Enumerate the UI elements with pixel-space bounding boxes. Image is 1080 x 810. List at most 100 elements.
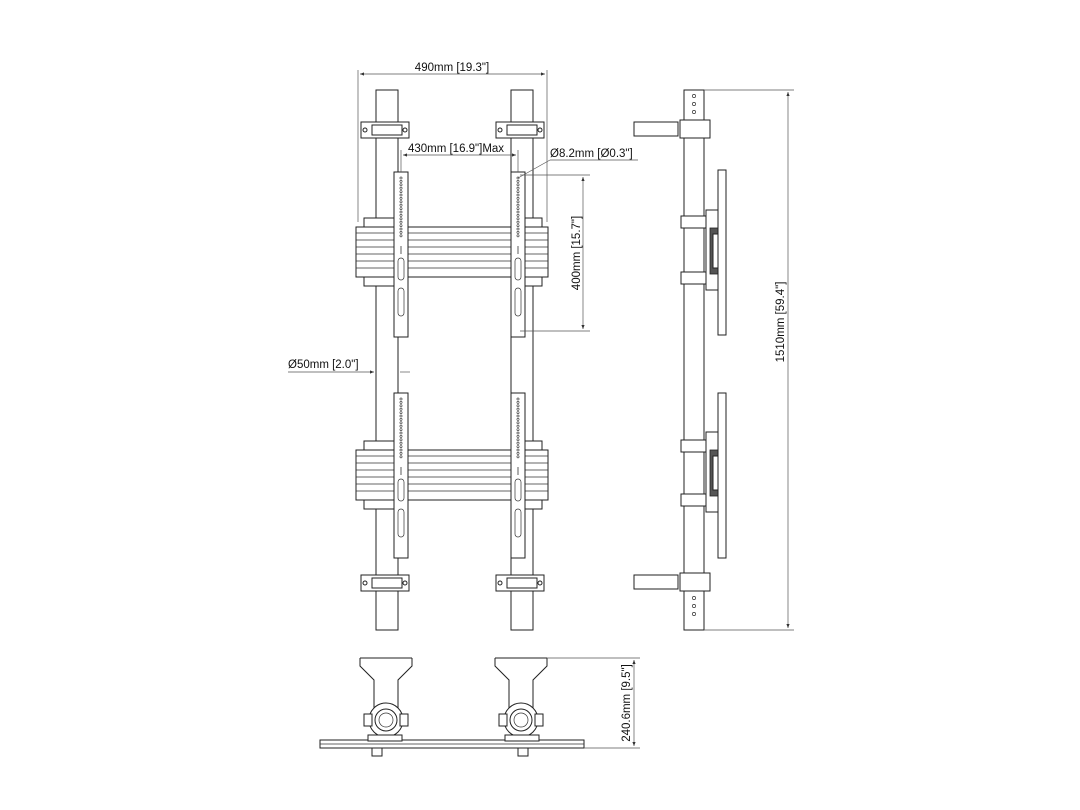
mount-hole: [516, 224, 520, 228]
depth-dimension: 240.6mm [9.5"]: [547, 657, 640, 749]
vesa-width-dimension: 430mm [16.9"]Max: [400, 143, 519, 172]
top-right-clamp: [495, 121, 545, 139]
width-dimension: 490mm [19.3"]: [357, 62, 548, 222]
mount-hole: [399, 224, 403, 228]
mount-hole: [516, 400, 520, 404]
lower-side-mount: [680, 392, 727, 559]
mount-hole: [399, 441, 403, 445]
mount-hole: [399, 407, 403, 411]
mount-hole: [399, 200, 403, 204]
bottom-left-clamp: [360, 574, 410, 592]
bottom-right-clamp: [495, 574, 545, 592]
adjust-slot: [397, 257, 405, 281]
mount-hole: [399, 203, 403, 207]
mount-hole: [516, 441, 520, 445]
mount-hole: [399, 196, 403, 200]
mount-hole: [399, 186, 403, 190]
mount-hole: [516, 227, 520, 231]
mount-hole: [516, 424, 520, 428]
mount-hole: [399, 210, 403, 214]
upper-right-arm: [510, 171, 526, 338]
mount-hole: [516, 445, 520, 449]
upper-left-arm: [393, 171, 409, 338]
mount-hole: [516, 200, 520, 204]
mount-hole: [399, 397, 403, 401]
hole-diameter-callout: Ø8.2mm [Ø0.3"]: [517, 148, 638, 179]
pole-hole: [692, 596, 696, 600]
pole-hole: [692, 102, 696, 106]
hole-diameter-label: Ø8.2mm [Ø0.3"]: [550, 148, 633, 160]
pole-hole: [692, 110, 696, 114]
mount-hole: [399, 417, 403, 421]
mount-hole: [399, 217, 403, 221]
mount-hole: [399, 451, 403, 455]
arm-holes: [397, 176, 522, 538]
mount-hole: [516, 217, 520, 221]
mount-hole: [516, 230, 520, 234]
mount-hole: [399, 207, 403, 211]
total-height-label: 1510mm [59.4"]: [775, 282, 787, 363]
mount-hole: [399, 421, 403, 425]
mount-hole: [399, 404, 403, 408]
mount-hole: [516, 196, 520, 200]
lower-left-arm: [393, 392, 409, 559]
side-pole-holes: [692, 94, 696, 616]
top-view: 240.6mm [9.5"]: [319, 657, 640, 757]
front-view: 490mm [19.3"] 430mm [16.9"]Max Ø8.2mm [Ø…: [288, 62, 638, 631]
pole-diameter-label: Ø50mm [2.0"]: [288, 359, 359, 371]
mount-hole: [399, 176, 403, 180]
mount-hole: [399, 448, 403, 452]
adjust-slot: [514, 287, 522, 317]
mount-hole: [516, 448, 520, 452]
mount-hole: [399, 455, 403, 459]
mount-hole: [516, 451, 520, 455]
side-view: 1510mm [59.4"]: [633, 89, 794, 631]
mount-hole: [516, 411, 520, 415]
mount-hole: [399, 431, 403, 435]
right-pole-section: [498, 702, 544, 738]
mount-hole: [399, 183, 403, 187]
mount-hole: [516, 179, 520, 183]
overall-width-label: 490mm [19.3"]: [415, 62, 489, 74]
mount-hole: [399, 220, 403, 224]
mount-hole: [516, 220, 520, 224]
mount-hole: [516, 176, 520, 180]
mount-hole: [516, 428, 520, 432]
mount-hole: [399, 234, 403, 238]
bottom-wall-standoff: [633, 574, 679, 590]
mount-hole: [516, 186, 520, 190]
mount-hole: [516, 183, 520, 187]
mount-hole: [399, 445, 403, 449]
depth-label: 240.6mm [9.5"]: [621, 664, 633, 742]
mount-hole: [516, 431, 520, 435]
mount-hole: [516, 414, 520, 418]
mount-hole: [399, 428, 403, 432]
mount-hole: [516, 434, 520, 438]
mount-hole: [399, 438, 403, 442]
mount-hole: [516, 407, 520, 411]
mount-hole: [516, 234, 520, 238]
vesa-height-label: 400mm [15.7"]: [571, 216, 583, 290]
pole-hole: [692, 604, 696, 608]
mount-hole: [399, 230, 403, 234]
mount-hole: [399, 414, 403, 418]
mount-hole: [516, 207, 520, 211]
mount-hole: [516, 203, 520, 207]
top-left-clamp: [360, 121, 410, 139]
side-pole: [683, 89, 705, 631]
adjust-slot: [397, 287, 405, 317]
pole-hole: [692, 612, 696, 616]
mount-hole: [516, 404, 520, 408]
adjust-slot: [514, 508, 522, 538]
lower-right-arm: [510, 392, 526, 559]
mount-hole: [516, 397, 520, 401]
mount-hole: [516, 190, 520, 194]
mount-hole: [399, 424, 403, 428]
mount-hole: [399, 400, 403, 404]
mount-hole: [516, 417, 520, 421]
mount-hole: [516, 213, 520, 217]
adjust-slot: [397, 508, 405, 538]
mount-hole: [399, 193, 403, 197]
mount-hole: [399, 411, 403, 415]
